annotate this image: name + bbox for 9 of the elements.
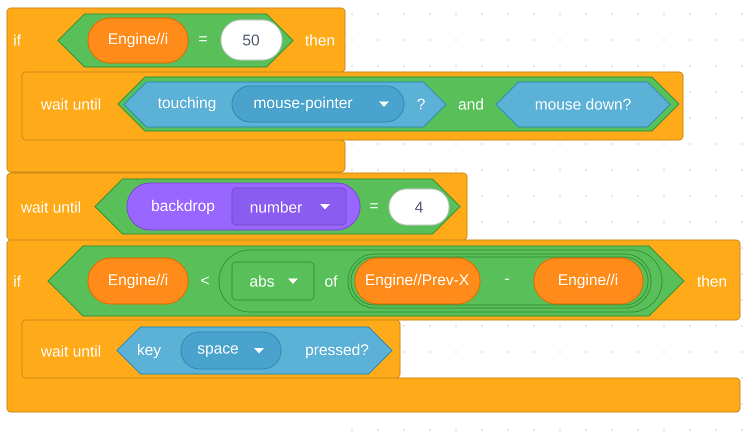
- reporter-block: Engine//i: [88, 258, 188, 304]
- reporter-block: Engine//i: [534, 258, 644, 304]
- reporter-block: Engine//i: [88, 18, 188, 64]
- number-field: 50: [220, 20, 282, 60]
- dropdown-menu: mouse-pointer: [232, 86, 404, 122]
- dropdown-menu: abs: [232, 262, 314, 300]
- dropdown-menu: number: [232, 188, 346, 226]
- reporter-block: Engine//Prev-X: [354, 258, 480, 304]
- dropdown-menu: space: [180, 332, 282, 370]
